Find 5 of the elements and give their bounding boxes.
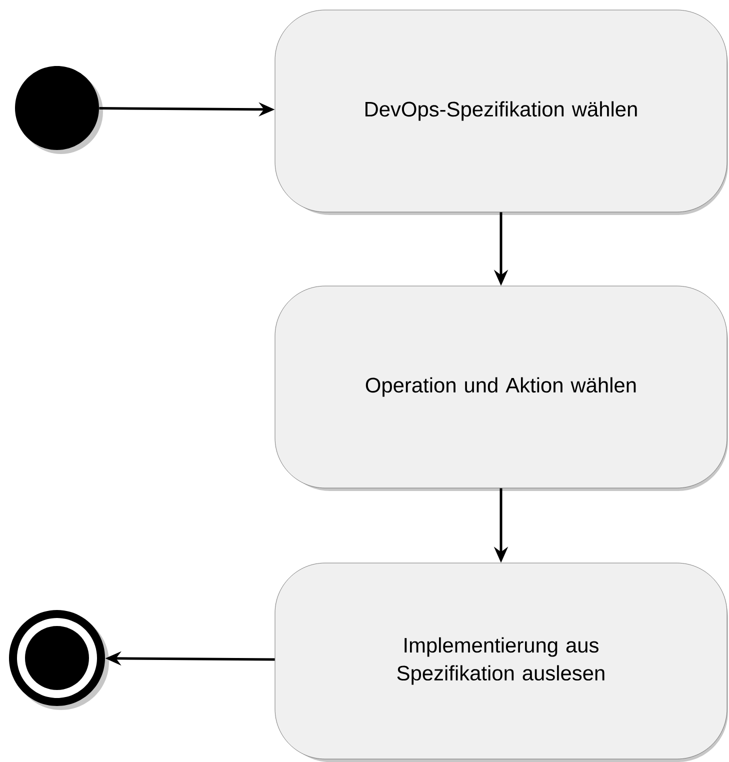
action-box: Implementierung aus Spezifikation auslesen [274, 562, 728, 762]
final-node [9, 610, 109, 710]
action-box: DevOps-Spezifikation wählen [274, 10, 728, 215]
initial-node [15, 66, 103, 154]
action-box: Operation und Aktion wählen [274, 286, 728, 491]
